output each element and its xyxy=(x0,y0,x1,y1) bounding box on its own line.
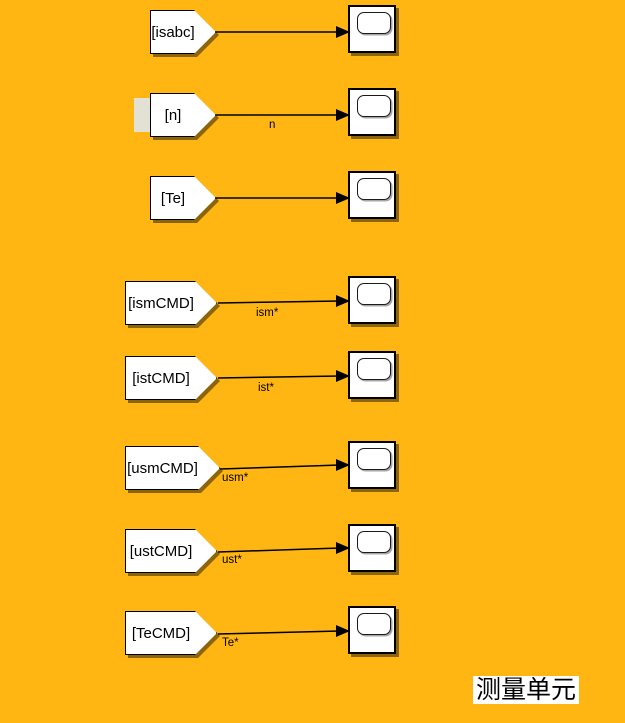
scope-n[interactable] xyxy=(348,88,396,136)
annotation-measurement-unit[interactable]: 测量单元 xyxy=(473,676,580,705)
scope-screen-icon xyxy=(357,178,391,200)
scope-screen-icon xyxy=(357,358,391,380)
scope-ismcmd[interactable] xyxy=(348,276,396,324)
scope-istcmd[interactable] xyxy=(348,351,396,399)
signal-wire-ismcmd xyxy=(217,295,350,307)
from-block-ustcmd[interactable]: [ustCMD] xyxy=(125,529,217,573)
from-block-usmcmd[interactable]: [usmCMD] xyxy=(125,446,220,490)
from-block-ismcmd[interactable]: [ismCMD] xyxy=(125,281,217,325)
signal-label-n: n xyxy=(269,119,276,131)
scope-screen-icon xyxy=(357,613,391,635)
signal-wire-ustcmd xyxy=(217,542,350,554)
scope-screen-icon xyxy=(357,531,391,553)
signal-label-te: Te* xyxy=(222,637,239,649)
signal-wire-te xyxy=(214,192,350,204)
scope-screen-icon xyxy=(357,283,391,305)
signal-label-usm: usm* xyxy=(222,472,249,484)
signal-label-ism: ism* xyxy=(256,307,279,319)
scope-isabc[interactable] xyxy=(348,5,396,53)
scope-screen-icon xyxy=(357,448,391,470)
scope-tecmd[interactable] xyxy=(348,606,396,654)
scope-screen-icon xyxy=(357,95,391,117)
scope-usmcmd[interactable] xyxy=(348,441,396,489)
signal-wire-usmcmd xyxy=(219,459,350,471)
from-block-tecmd[interactable]: [TeCMD] xyxy=(125,611,217,655)
signal-label-ust: ust* xyxy=(222,554,242,566)
signal-wire-istcmd xyxy=(217,370,350,382)
scope-screen-icon xyxy=(357,12,391,34)
signal-label-ist: ist* xyxy=(258,382,274,394)
scope-te[interactable] xyxy=(348,171,396,219)
signal-wire-isabc xyxy=(214,26,350,38)
scope-ustcmd[interactable] xyxy=(348,524,396,572)
signal-wire-n xyxy=(214,109,350,121)
from-block-istcmd[interactable]: [istCMD] xyxy=(125,356,217,400)
signal-wire-tecmd xyxy=(217,625,350,637)
